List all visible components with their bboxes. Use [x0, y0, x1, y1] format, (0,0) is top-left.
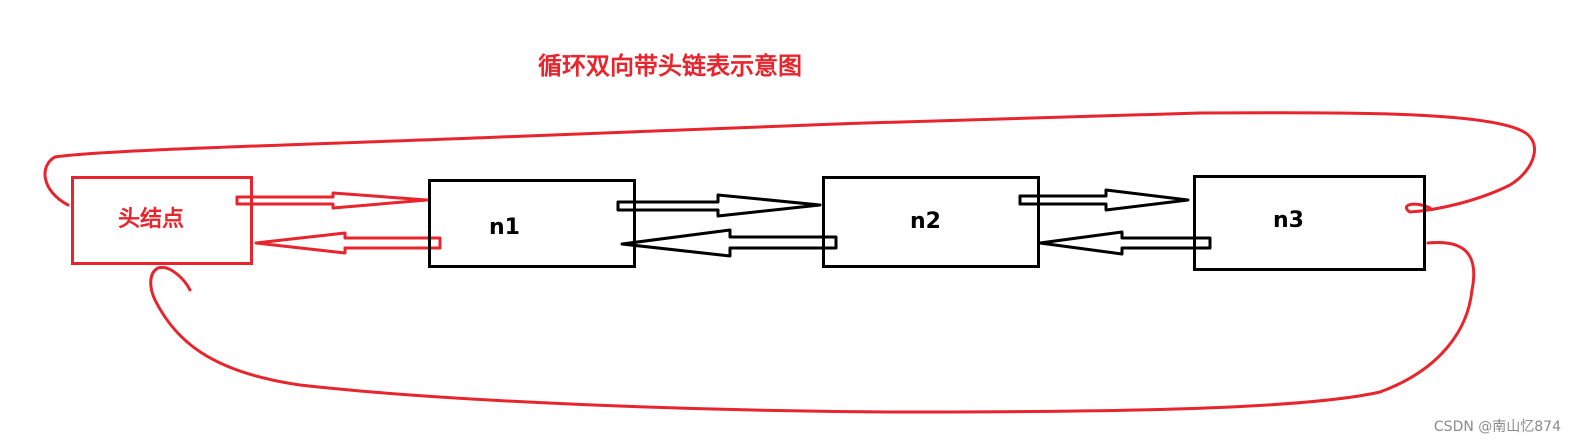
node-n2-label: n2: [910, 209, 941, 234]
top-loop-curve: [43, 111, 1536, 214]
node-n1: [428, 179, 636, 268]
arrow-n2-to-n1: [620, 228, 838, 258]
node-n3-label: n3: [1273, 208, 1304, 233]
node-n3: [1193, 175, 1426, 271]
diagram-title: 循环双向带头链表示意图: [538, 52, 802, 80]
node-n2: [822, 176, 1040, 268]
watermark: CSDN @南山忆874: [1433, 419, 1561, 435]
node-head-label: 头结点: [118, 207, 185, 232]
arrow-n2-to-n3: [1018, 188, 1190, 212]
arrow-n3-to-n2: [1038, 230, 1212, 256]
arrow-head-to-n1: [235, 191, 429, 210]
arrow-n1-to-n2: [616, 193, 822, 218]
node-n1-label: n1: [489, 215, 520, 240]
arrow-n1-to-head: [254, 231, 442, 255]
bottom-loop-curve: [149, 241, 1476, 414]
node-head: [71, 176, 253, 265]
